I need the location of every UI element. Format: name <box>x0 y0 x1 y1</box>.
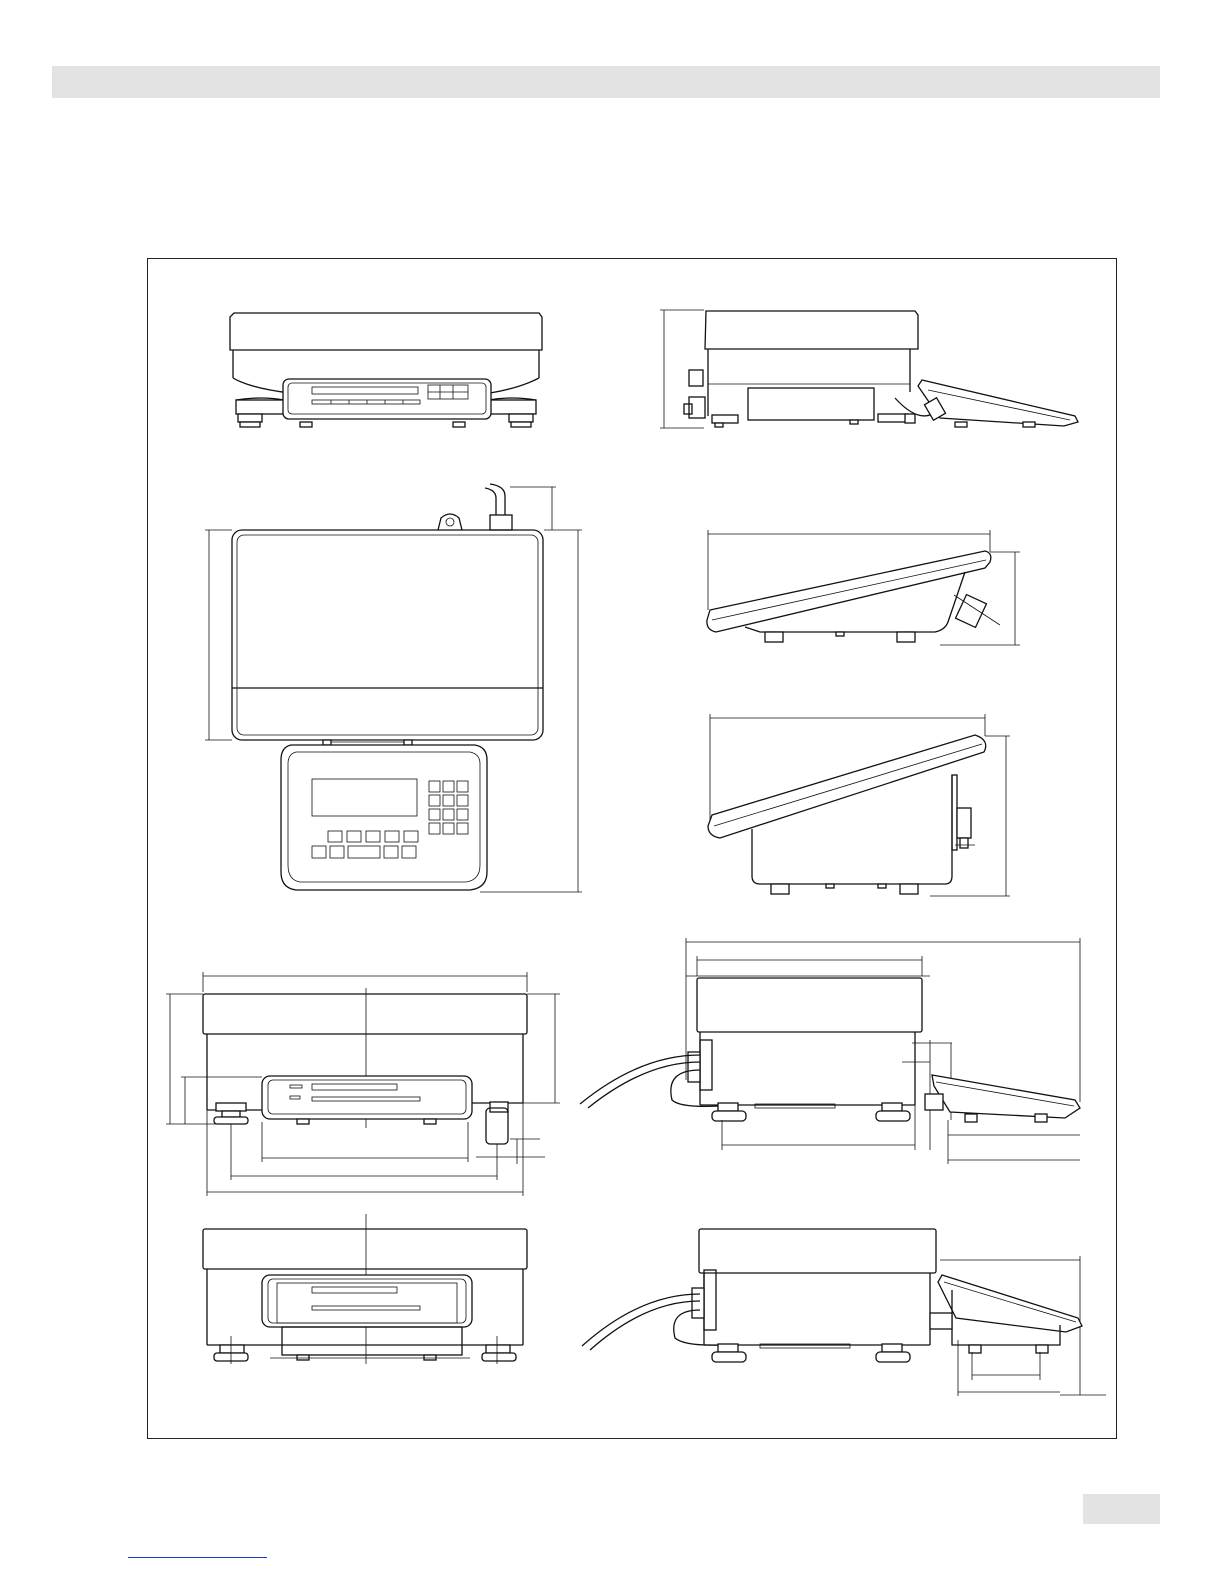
indicator-side-view-large <box>708 714 1010 896</box>
header-band <box>52 66 1160 98</box>
footer-link-underline[interactable] <box>128 1557 267 1558</box>
side-view-lower <box>582 1229 1106 1396</box>
dimension-drawings <box>147 258 1117 1439</box>
side-view-dimensioned <box>580 938 1080 1164</box>
side-view-top <box>660 310 1078 428</box>
indicator-side-view-small <box>707 530 1020 645</box>
front-view-dimensioned <box>166 972 560 1196</box>
front-view-lower <box>203 1214 527 1364</box>
front-view-top <box>230 313 542 427</box>
top-view-with-indicator <box>205 484 582 892</box>
page-number-tab <box>1083 1494 1160 1524</box>
